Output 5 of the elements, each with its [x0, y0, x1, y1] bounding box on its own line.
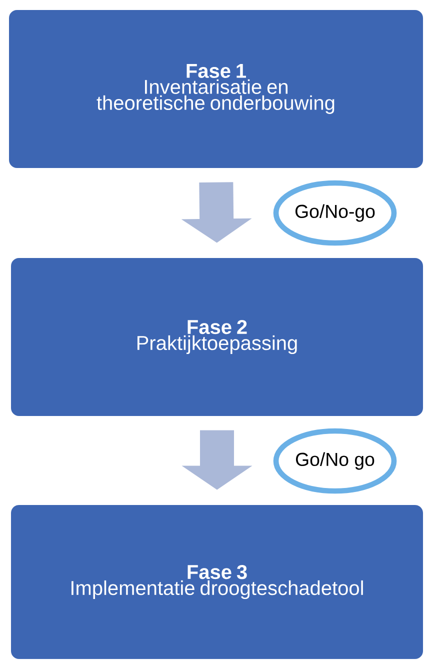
- phase-box: Fase 2 Praktijktoepassing: [11, 258, 423, 416]
- go-no-go-oval: Go/No-go: [273, 180, 397, 246]
- phase-box: Fase 1 Inventarisatie en theoretische onderbouwing: [9, 10, 423, 168]
- go-no-go-oval: Go/No go: [273, 428, 397, 494]
- phase-box: Fase 3 Implementatie droogteschadetool: [11, 505, 423, 659]
